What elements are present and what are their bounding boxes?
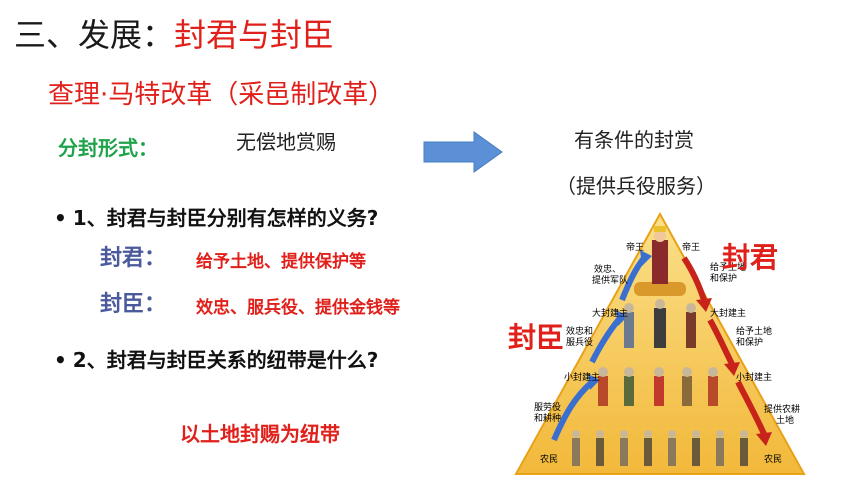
- question-2: •2、封君与封臣关系的纽带是什么?: [54, 344, 378, 373]
- pyramid-right-label: 给予土地和保护: [710, 261, 746, 284]
- pyramid-right-label: 小封建主: [736, 371, 772, 383]
- down-arrow-icon: [707, 318, 735, 366]
- down-arrow-icon: [735, 380, 767, 436]
- peasants-figures: [572, 430, 748, 466]
- lesser-lords-figures: [598, 367, 718, 406]
- question-1: •1、封君与封臣分别有怎样的义务?: [54, 202, 378, 231]
- pyramid-vassal-label: 封臣: [508, 321, 565, 354]
- feudal-pyramid-illustration: 帝王 效忠、提供军队 大封建主 效忠和服兵役 小封建主 服劳役和耕种 农民 帝王…: [514, 212, 806, 475]
- pyramid-right-label: 大封建主: [710, 307, 746, 319]
- pyramid-lord-label: 封君: [722, 241, 779, 274]
- down-arrow-head: [696, 298, 712, 312]
- lord-label: 封君：: [100, 246, 167, 271]
- right-arrow-icon: [423, 131, 503, 173]
- down-arrow-head: [756, 432, 772, 446]
- title-prefix: 三、发展：: [14, 16, 175, 54]
- pyramid-right-label: 帝王: [682, 241, 700, 253]
- question-2-answer: 以土地封赐为纽带: [180, 422, 340, 446]
- up-arrow-head: [588, 374, 600, 390]
- pyramid-right-label: 提供农耕土地: [764, 403, 800, 426]
- conditional-grant-text: 有条件的封赏: [574, 128, 694, 152]
- subtitle: 查理·马特改革（采邑制改革）: [48, 80, 395, 110]
- question-2-text: 2、封君与封臣关系的纽带是什么?: [72, 348, 379, 372]
- pyramid-left-label: 帝王: [626, 241, 644, 253]
- vassal-label: 封臣：: [100, 292, 167, 317]
- pyramid-left-label: 农民: [540, 453, 558, 465]
- conditional-grant-note: （提供兵役服务）: [556, 174, 716, 198]
- title-accent: 封君与封臣: [174, 16, 335, 54]
- pyramid-left-label: 效忠、提供军队: [592, 263, 628, 286]
- pyramid-left-label: 服劳役和耕种: [534, 401, 561, 424]
- pyramid-left-label: 小封建主: [564, 371, 600, 383]
- lord-duty: 给予土地、提供保护等: [196, 252, 366, 272]
- great-lords-figures: [624, 299, 696, 348]
- vassal-duty: 效忠、服兵役、提供金钱等: [196, 298, 400, 318]
- page-title: 三、发展：封君与封臣: [14, 10, 334, 56]
- up-arrow-head: [640, 250, 652, 266]
- bullet: •: [54, 348, 67, 372]
- pyramid-right-label: 给予土地和保护: [736, 325, 772, 348]
- down-arrow-icon: [681, 256, 707, 301]
- question-1-text: 1、封君与封臣分别有怎样的义务?: [72, 206, 379, 230]
- free-grant-text: 无偿地赏赐: [236, 130, 336, 154]
- king-figure: [634, 226, 686, 296]
- grant-form-label: 分封形式：: [58, 136, 158, 160]
- up-arrow-icon: [551, 379, 594, 442]
- pyramid-left-label: 效忠和服兵役: [566, 325, 593, 348]
- bullet: •: [54, 206, 67, 230]
- down-arrow-head: [724, 362, 740, 376]
- up-arrow-head: [616, 310, 628, 326]
- pyramid-right-label: 农民: [764, 453, 782, 465]
- pyramid-left-label: 大封建主: [592, 307, 628, 319]
